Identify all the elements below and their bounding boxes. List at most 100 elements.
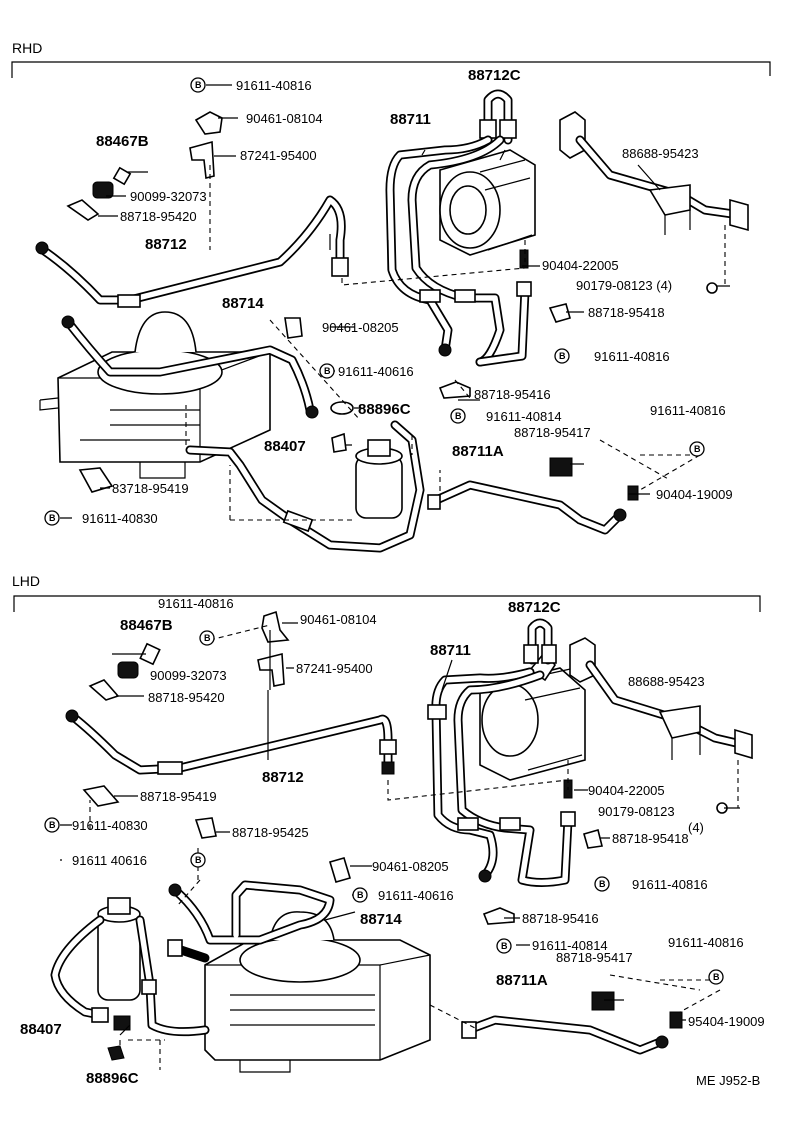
rhd-hose-88711 xyxy=(385,135,532,367)
lhd-hose-88712C xyxy=(523,618,557,665)
part-label: 90179-08123 xyxy=(598,804,675,819)
part-label: 88896C xyxy=(358,401,411,418)
bolt-icon: B xyxy=(44,817,60,833)
rhd-hose-88714 xyxy=(61,315,319,419)
bolt-icon: B xyxy=(190,852,206,868)
rhd-hose-88712 xyxy=(35,195,349,308)
rhd-evaporator-unit xyxy=(39,311,271,479)
lhd-section-bracket xyxy=(13,595,761,612)
bolt-icon: B xyxy=(689,441,705,457)
lhd-drawing: B B B B B B B 91611-40816 90461-08104 88… xyxy=(20,596,765,1087)
part-label: 91611-40616 xyxy=(338,364,414,379)
rhd-section-label: RHD xyxy=(12,40,42,56)
part-label: 88712C xyxy=(468,67,521,84)
part-label: 91611-40816 xyxy=(632,877,708,892)
part-label: 88718-95418 xyxy=(588,305,665,320)
part-label: 88711A xyxy=(496,972,548,989)
part-label: 88718-95417 xyxy=(514,425,591,440)
lhd-bracket-88688-95423 xyxy=(569,637,753,760)
part-label: 88718-95416 xyxy=(474,387,551,402)
bolt-icon: B xyxy=(352,887,368,903)
svg-text:B: B xyxy=(559,351,566,361)
part-label: 88467B xyxy=(96,133,149,150)
svg-text:B: B xyxy=(501,941,508,951)
part-label: 88896C xyxy=(86,1070,139,1087)
part-label: 90461-08205 xyxy=(372,859,449,874)
part-label: 90179-08123 (4) xyxy=(576,278,672,293)
part-label: 87241-95400 xyxy=(240,148,317,163)
bolt-icon: B xyxy=(496,938,512,954)
part-label: 88711 xyxy=(430,642,471,659)
svg-text:B: B xyxy=(599,879,606,889)
part-label: 88714 xyxy=(222,295,264,312)
part-label: 83718-95419 xyxy=(112,481,189,496)
part-label: 88711A xyxy=(452,443,504,460)
part-label: 91611-40814 xyxy=(532,938,608,953)
lhd-small-parts xyxy=(82,610,728,1011)
part-label: 95404-19009 xyxy=(688,1014,765,1029)
lhd-hose-88714 xyxy=(167,880,335,963)
part-label: 88407 xyxy=(264,438,306,455)
lhd-leaders xyxy=(60,622,740,1070)
part-label: 90404-19009 xyxy=(656,487,733,502)
lhd-compressor xyxy=(479,650,586,781)
part-label: 88718-95420 xyxy=(148,690,225,705)
part-label: 90461-08205 xyxy=(322,320,399,335)
part-label: 88712C xyxy=(508,599,561,616)
part-label: 91611-40816 xyxy=(236,78,312,93)
part-label: 88718-95418 xyxy=(612,831,689,846)
drawing-code: ME J952-B xyxy=(696,1073,760,1088)
lhd-section: LHD xyxy=(12,573,761,612)
svg-text:B: B xyxy=(195,855,202,865)
rhd-hose-88712C xyxy=(479,89,517,145)
lhd-liquid-line xyxy=(50,915,210,1061)
part-label: 91611-40830 xyxy=(82,511,158,526)
part-label: 87241-95400 xyxy=(296,661,373,676)
part-label: 91611 40616 xyxy=(72,853,147,868)
bolt-icon: B xyxy=(44,510,60,526)
part-label: 91611-40816 xyxy=(158,596,234,611)
svg-text:B: B xyxy=(713,972,720,982)
part-label: 88712 xyxy=(262,769,304,786)
bolt-icon: B xyxy=(450,408,466,424)
rhd-liquid-line xyxy=(185,420,425,553)
part-label: 91611-40816 xyxy=(594,349,670,364)
lhd-receiver-drier xyxy=(97,897,141,1001)
part-label: 91611-40830 xyxy=(72,818,148,833)
part-label: 90404-22005 xyxy=(542,258,619,273)
part-label: 88688-95423 xyxy=(622,146,699,161)
bolt-icon: B xyxy=(554,348,570,364)
rhd-small-parts xyxy=(66,111,718,501)
svg-text:B: B xyxy=(49,513,56,523)
part-label: 90461-08104 xyxy=(246,111,323,126)
part-label: 88407 xyxy=(20,1021,62,1038)
svg-text:B: B xyxy=(324,366,331,376)
bolt-icon: B xyxy=(190,77,206,93)
part-label: 90099-32073 xyxy=(150,668,227,683)
rhd-drawing: B B B B B B 91611-40816 90461-08104 8724… xyxy=(35,67,749,553)
lhd-hose-88712 xyxy=(65,709,397,775)
part-label: 88711 xyxy=(390,111,431,128)
rhd-section-bracket xyxy=(11,61,771,78)
rhd-hose-88711A xyxy=(427,480,627,535)
lhd-evaporator-unit xyxy=(204,911,431,1073)
part-label: 90404-22005 xyxy=(588,783,665,798)
rhd-receiver-drier xyxy=(355,439,403,519)
lhd-bolt-icons: B B B B B B B xyxy=(44,630,724,985)
part-label: 88712 xyxy=(145,236,187,253)
svg-text:B: B xyxy=(195,80,202,90)
part-label: 88718-95425 xyxy=(232,825,309,840)
bolt-icon: B xyxy=(594,876,610,892)
rhd-compressor xyxy=(439,149,536,256)
bolt-icon: B xyxy=(199,630,215,646)
svg-text:B: B xyxy=(49,820,56,830)
rhd-section: RHD xyxy=(11,40,771,78)
part-label: 88467B xyxy=(120,617,173,634)
lhd-hose-88711 xyxy=(427,667,576,887)
rhd-part-labels: 91611-40816 90461-08104 87241-95400 8846… xyxy=(82,67,733,526)
part-label: 88714 xyxy=(360,911,402,928)
part-label: 91611-40816 xyxy=(650,403,726,418)
rhd-bolt-icons: B B B B B B xyxy=(44,77,705,526)
part-label: 88688-95423 xyxy=(628,674,705,689)
lhd-section-label: LHD xyxy=(12,573,40,589)
